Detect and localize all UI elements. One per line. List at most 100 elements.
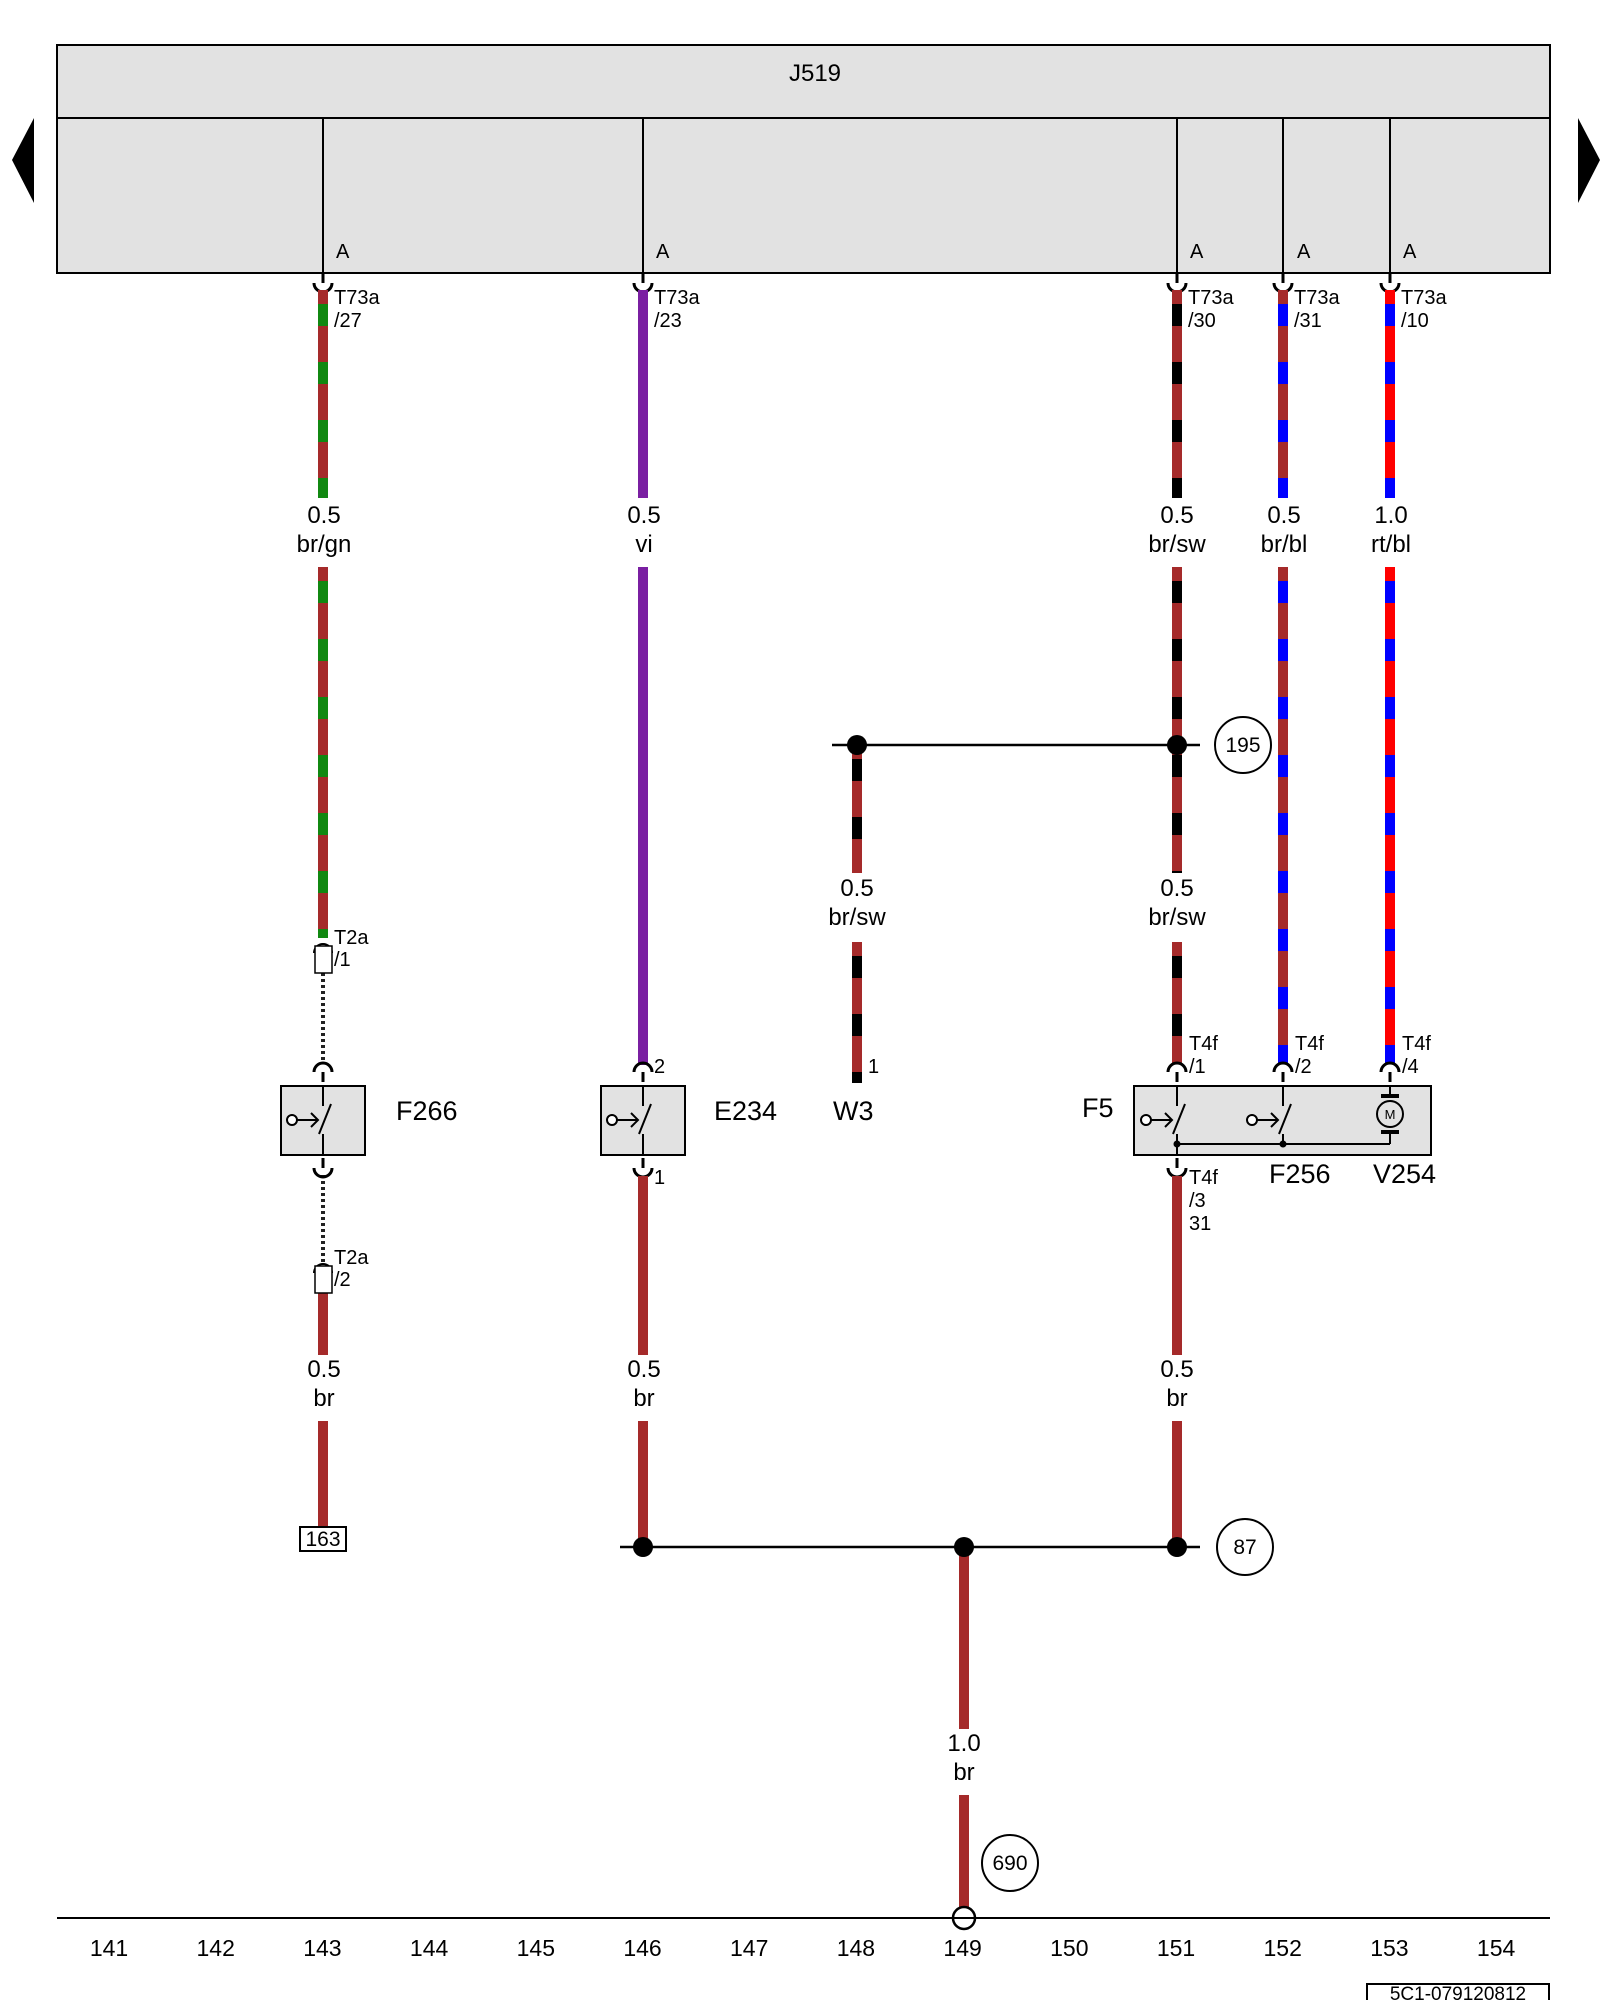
t73a-labels: T73a /27 T73a /23 T73a /30 T73a /31 T73a… [334, 287, 1447, 332]
t73a-conn-2: T73a [654, 287, 700, 309]
motor-symbol: M [1385, 1107, 1396, 1122]
wire-size-3: 0.5 [1160, 502, 1193, 529]
t4f-1-pin: /1 [1189, 1056, 1206, 1078]
next-page-arrow-icon[interactable] [1578, 118, 1600, 203]
ground-size-1: 0.5 [307, 1356, 340, 1383]
pin-cup-comp-top-3 [1166, 1061, 1188, 1073]
ref-163: 163 [305, 1528, 340, 1551]
pin-cup-comp-bottom-2 [632, 1167, 654, 1179]
t4f-3-pin: /3 [1189, 1190, 1206, 1212]
ref-690: 690 [992, 1852, 1027, 1875]
ground-color-1: br [313, 1385, 334, 1412]
w3-wire-color: br/sw [828, 904, 886, 931]
f266-label: F266 [396, 1096, 458, 1126]
ref-87-circle [1216, 1518, 1274, 1576]
f5-wire-color: br/sw [1148, 904, 1206, 931]
connector-labels: T2a /1 T2a /2 T4f /1 T4f /2 T4f /4 T4f /… [314, 927, 1431, 1294]
switch-icon [606, 1086, 652, 1154]
wire-spec-labels: 0.5 br/gn 0.5 vi 0.5 br/sw 0.5 br/bl 1.0… [297, 502, 1411, 1786]
column-number: 146 [623, 1935, 661, 1961]
pin-letter-3: A [1190, 241, 1204, 263]
e234-pin-bottom: 1 [654, 1167, 665, 1189]
pin-letter-1: A [336, 241, 350, 263]
motor-icon: M [1376, 1086, 1404, 1144]
junction-main [954, 1537, 974, 1557]
t4f-2-name: T4f [1295, 1033, 1324, 1055]
doc-code: 5C1-079120812 [1390, 1984, 1526, 2000]
t73a-pin-2: /23 [654, 310, 682, 332]
column-number: 149 [943, 1935, 981, 1961]
t2a-name-2: T2a [334, 1247, 369, 1269]
column-number: 143 [303, 1935, 341, 1961]
t4f-3-extra: 31 [1189, 1213, 1211, 1235]
wire-size-4: 0.5 [1267, 502, 1300, 529]
component-e234: E234 2 1 [600, 1056, 777, 1189]
column-number: 153 [1370, 1935, 1408, 1961]
wire-color-4: br/bl [1261, 531, 1308, 558]
column-number: 150 [1050, 1935, 1088, 1961]
wire-color-5: rt/bl [1371, 531, 1411, 558]
wire-size-1: 0.5 [307, 502, 340, 529]
ref-690-circle [981, 1834, 1039, 1892]
column-number: 154 [1477, 1935, 1516, 1961]
v254-label: V254 [1373, 1159, 1436, 1189]
wire-color-3: br/sw [1148, 531, 1206, 558]
t73a-conn-4: T73a [1294, 287, 1340, 309]
column-number: 151 [1157, 1935, 1195, 1961]
t4f-2-pin: /2 [1295, 1056, 1312, 1078]
module-j519 [56, 44, 1551, 274]
ref-195-circle [1214, 716, 1272, 774]
wire-color-1: br/gn [297, 531, 352, 558]
ref-87: 87 [1233, 1536, 1256, 1559]
t4f-3-name: T4f [1189, 1167, 1218, 1189]
ground-color-3: br [1166, 1385, 1187, 1412]
junction-w3 [847, 735, 867, 755]
w3-wire-size: 0.5 [840, 875, 873, 902]
f256-label: F256 [1269, 1159, 1331, 1189]
w3-label: W3 [833, 1096, 874, 1126]
t4f-4-pin: /4 [1402, 1056, 1419, 1078]
e234-label: E234 [714, 1096, 777, 1126]
doc-code-box [1366, 1983, 1550, 2000]
ref-163-box [299, 1526, 347, 1552]
module-pins: A A A A A [322, 118, 1417, 273]
wire-color-2: vi [635, 531, 652, 558]
pin-letter-5: A [1403, 241, 1417, 263]
pin-cup-comp-top-2 [632, 1061, 654, 1073]
t73a-conn-3: T73a [1188, 287, 1234, 309]
t73a-conn-1: T73a [334, 287, 380, 309]
junction-group [633, 735, 1187, 1931]
prev-page-arrow-icon[interactable] [12, 118, 34, 203]
column-number: 147 [730, 1935, 768, 1961]
pin-cup-comp-top-1 [312, 1061, 334, 1073]
t4f-4-name: T4f [1402, 1033, 1431, 1055]
t73a-pin-4: /31 [1294, 310, 1322, 332]
t2a-connector-1 [314, 945, 333, 974]
junction-e234 [633, 1537, 653, 1557]
t73a-pin-1: /27 [334, 310, 362, 332]
pin-letter-4: A [1297, 241, 1311, 263]
ground-color-2: br [633, 1385, 654, 1412]
pin-letter-2: A [656, 241, 670, 263]
column-number: 141 [90, 1935, 128, 1961]
pin-cup-comp-top-4 [1272, 1061, 1294, 1073]
t4f-1-name: T4f [1189, 1033, 1218, 1055]
ground-size-2: 0.5 [627, 1356, 660, 1383]
t2a-pin-1: /1 [334, 949, 351, 971]
junction-f5 [1167, 1537, 1187, 1557]
switch-icon [286, 1086, 332, 1154]
junction-195 [1167, 735, 1187, 755]
column-number: 152 [1264, 1935, 1302, 1961]
column-number: 145 [517, 1935, 555, 1961]
main-ground-size: 1.0 [947, 1730, 980, 1757]
reference-circles[interactable]: 195 87 690 163 [299, 716, 1274, 1892]
component-f266: F266 [280, 1085, 458, 1156]
wire-size-5: 1.0 [1374, 502, 1407, 529]
column-number: 148 [837, 1935, 875, 1961]
t73a-pin-5: /10 [1401, 310, 1429, 332]
pin-cup-comp-top-5 [1379, 1061, 1401, 1073]
main-ground-color: br [953, 1759, 974, 1786]
ref-195: 195 [1225, 734, 1260, 757]
wire-group [312, 273, 1401, 1908]
